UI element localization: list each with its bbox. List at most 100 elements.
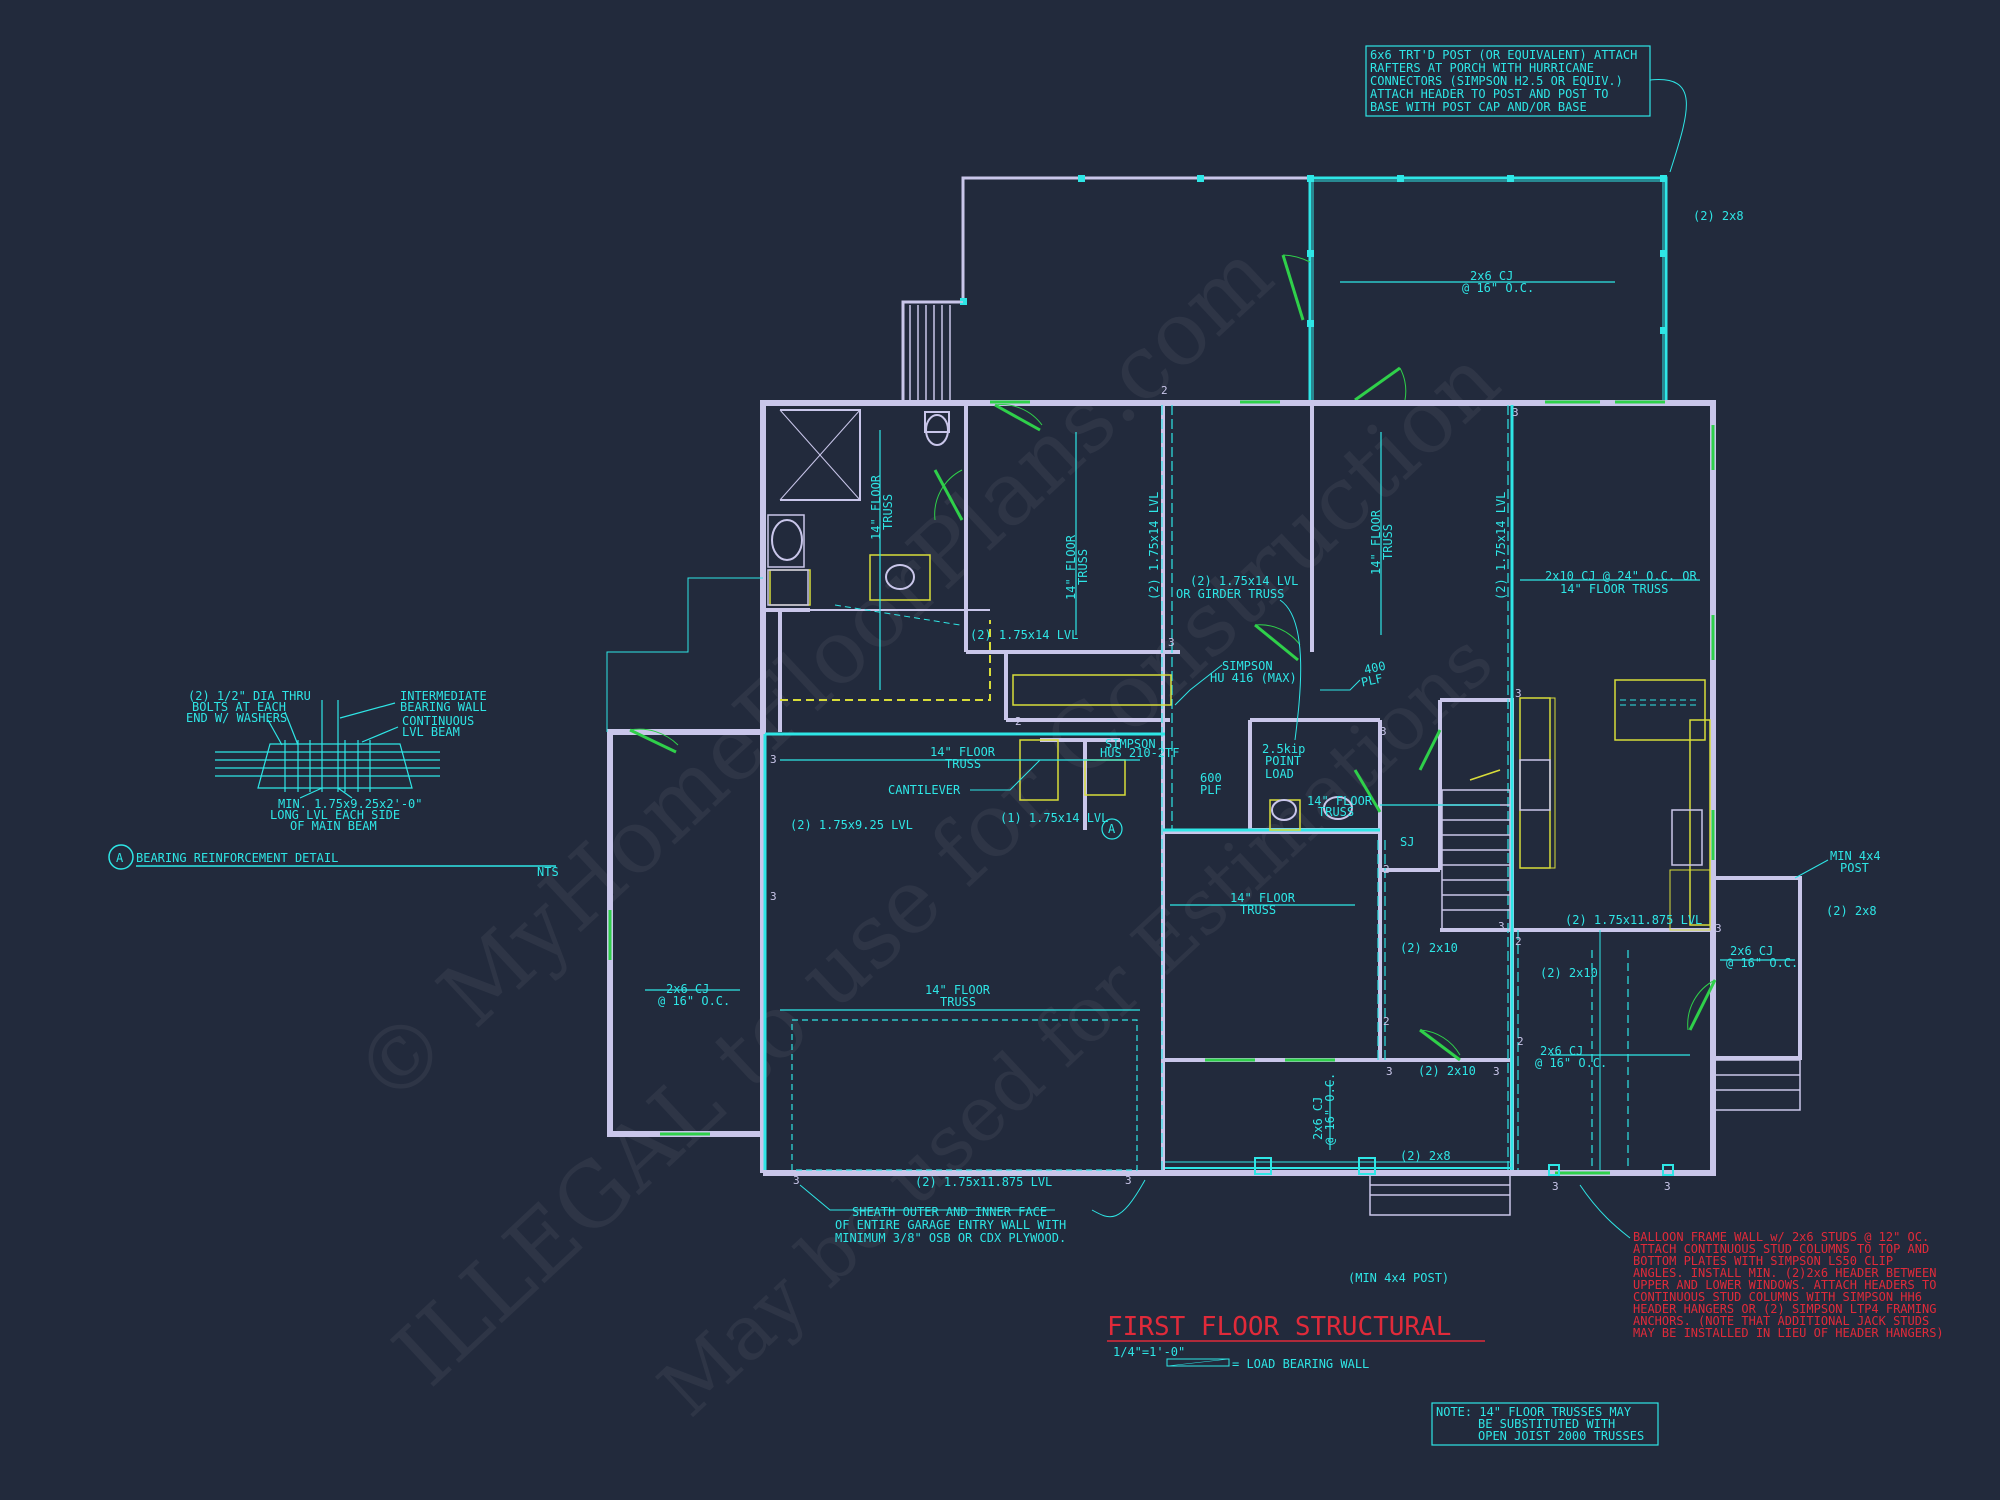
garage-truss-2: TRUSS <box>940 995 976 1009</box>
den-2x10-label: (2) 2x10 <box>1400 941 1458 955</box>
den-2x10b-label: (2) 2x10 <box>1418 1064 1476 1078</box>
section-marker-a: A <box>1101 818 1123 840</box>
den-truss-2: TRUSS <box>1240 903 1276 917</box>
detail-wall-2: BEARING WALL <box>400 700 487 714</box>
bath-truss-1: 14" FLOOR <box>869 474 883 540</box>
mark-2-f: 2 <box>1517 1035 1524 1048</box>
mark-3-i: 3 <box>770 753 777 766</box>
detail-beam-1: CONTINUOUS <box>402 714 474 728</box>
mark-3-f: 3 <box>1493 1065 1500 1078</box>
balloon-frame-note: BALLOON FRAME WALL w/ 2x6 STUDS @ 12" OC… <box>1633 1230 1944 1340</box>
sj-label: SJ <box>1400 835 1414 849</box>
posts <box>1254 1157 1674 1176</box>
hu-label-1: SIMPSON <box>1222 659 1273 673</box>
truss-note-3: OPEN JOIST 2000 TRUSSES <box>1478 1429 1644 1443</box>
balloon-note-5: UPPER AND LOWER WINDOWS. ATTACH HEADERS … <box>1633 1278 1936 1292</box>
mark-2-e: 2 <box>1515 935 1522 948</box>
detail-bolts-3: END W/ WASHERS <box>186 711 287 725</box>
sheath-note-3: MINIMUM 3/8" OSB OR CDX PLYWOOD. <box>835 1231 1066 1245</box>
point-load-2: POINT <box>1265 754 1301 768</box>
right-cj-1: 2x6 CJ <box>1540 1044 1583 1058</box>
detail-beam-2: LVL BEAM <box>402 725 460 739</box>
kitchen-cj-2: 14" FLOOR TRUSS <box>1560 582 1668 596</box>
mid-truss-1: 14" FLOOR <box>930 745 996 759</box>
hu-label-2: HU 416 (MAX) <box>1210 671 1297 685</box>
right-2x10-label: (2) 2x10 <box>1540 966 1598 980</box>
truss-lines <box>645 430 1795 1170</box>
cj-vert-2: @ 16" O.C. <box>1323 1073 1337 1145</box>
hus-label-2: HUS 210-2TF <box>1100 746 1179 760</box>
plf400-1: 400 <box>1363 659 1387 677</box>
bearing-lines <box>1161 405 1519 1170</box>
mark-3-g: 3 <box>1498 920 1505 933</box>
cantilever-label: CANTILEVER <box>888 783 961 797</box>
exterior-walls <box>607 400 1802 1176</box>
mark-3-l: 3 <box>1125 1174 1132 1187</box>
stair-lvl-label: (2) 1.75x11.875 LVL <box>1565 913 1702 927</box>
detail-marker: A <box>116 851 124 865</box>
plf600-1: 600 <box>1200 771 1222 785</box>
truss-note-1: NOTE: 14" FLOOR TRUSSES MAY <box>1436 1405 1632 1419</box>
deck-cj-1: 2x6 CJ <box>1730 944 1773 958</box>
balloon-note-8: ANCHORS. (NOTE THAT ADDITIONAL JACK STUD… <box>1633 1314 1929 1328</box>
lvl-vert-2: (2) 1.75x14 LVL <box>1494 492 1508 600</box>
detail-lvl-1: MIN. 1.75x9.25x2'-0" <box>278 797 423 811</box>
balloon-note-2: ATTACH CONTINUOUS STUD COLUMNS TO TOP AN… <box>1633 1242 1929 1256</box>
mark-2-a: 2 <box>1161 384 1168 397</box>
porch-note-5: BASE WITH POST CAP AND/OR BASE <box>1370 100 1587 114</box>
small-truss-1: 14" FLOOR <box>1307 794 1373 808</box>
upper-labels: 14" FLOOR TRUSS 14" FLOOR TRUSS (2) 1.75… <box>869 474 1508 1145</box>
porch-note-2: RAFTERS AT PORCH WITH HURRICANE <box>1370 61 1594 75</box>
truss-note-2: BE SUBSTITUTED WITH <box>1478 1417 1615 1431</box>
cj-vert-1: 2x6 CJ <box>1311 1097 1325 1140</box>
mark-3-j: 3 <box>770 890 777 903</box>
drawing-title-text: FIRST FLOOR STRUCTURAL <box>1107 1312 1451 1342</box>
leaders <box>799 599 1631 1239</box>
mark-3-k: 3 <box>793 1174 800 1187</box>
mark-3-e: 3 <box>1386 1065 1393 1078</box>
sheath-note: SHEATH OUTER AND INNER FACE OF ENTIRE GA… <box>835 1205 1066 1245</box>
doors <box>629 403 1717 1062</box>
garage-door <box>791 1019 1138 1171</box>
mark-3-h: 3 <box>1715 922 1722 935</box>
detail-title: BEARING REINFORCEMENT DETAIL <box>136 851 338 865</box>
right-truss-1: 14" FLOOR <box>1369 509 1383 575</box>
den-truss-1: 14" FLOOR <box>1230 891 1296 905</box>
girder-label-1: (2) 1.75x14 LVL <box>1190 574 1298 588</box>
mark-3-a: 3 <box>1168 636 1175 649</box>
plf600-2: PLF <box>1200 783 1222 797</box>
column-marks: 2 3 3 3 2 3 2 2 3 3 3 2 2 3 3 3 3 3 3 3 <box>770 384 1722 1193</box>
balloon-note-7: HEADER HANGERS OR (2) SIMPSON LTP4 FRAMI… <box>1633 1302 1936 1316</box>
porch-cj-label-2: @ 16" O.C. <box>1462 281 1534 295</box>
hus-label-1: SIMPSON <box>1105 737 1156 751</box>
small-truss-2: TRUSS <box>1318 805 1354 819</box>
bottom-2x8-label: (2) 2x8 <box>1400 1149 1451 1163</box>
porch-framing <box>901 175 1668 402</box>
garage-truss-1: 14" FLOOR <box>925 983 991 997</box>
mark-3-m: 3 <box>1552 1180 1559 1193</box>
detail-scale: NTS <box>537 865 559 879</box>
windows <box>608 400 1715 1175</box>
right-truss-2: TRUSS <box>1381 524 1395 560</box>
garage-cj-2: @ 16" O.C. <box>658 994 730 1008</box>
girder-label-2: OR GIRDER TRUSS <box>1176 587 1284 601</box>
deck-2x8-label: (2) 2x8 <box>1826 904 1877 918</box>
detail-bolts-2: BOLTS AT EACH <box>192 700 286 714</box>
detail-wall-1: INTERMEDIATE <box>400 689 487 703</box>
detail-bolts-1: (2) 1/2" DIA THRU <box>188 689 311 703</box>
balloon-note-9: MAY BE INSTALLED IN LIEU OF HEADER HANGE… <box>1633 1326 1944 1340</box>
balloon-note-1: BALLOON FRAME WALL w/ 2x6 STUDS @ 12" OC… <box>1633 1230 1929 1244</box>
center-truss-2: TRUSS <box>1076 549 1090 585</box>
deck-cj-2: @ 16" O.C. <box>1726 956 1798 970</box>
lvl-small-label: (1) 1.75x14 LVL <box>1000 811 1108 825</box>
section-marker-letter: A <box>1108 822 1116 836</box>
porch-post-note: 6x6 TRT'D POST (OR EQUIVALENT) ATTACH RA… <box>1365 45 1687 173</box>
lvl-top-label: (2) 1.75x14 LVL <box>970 628 1078 642</box>
mark-3-b: 3 <box>1512 406 1519 419</box>
center-truss-1: 14" FLOOR <box>1064 534 1078 600</box>
bearing-reinforcement-detail: (2) 1/2" DIA THRU BOLTS AT EACH END W/ W… <box>108 689 559 879</box>
min4x4-2: POST <box>1840 861 1869 875</box>
mark-2-b: 2 <box>1015 715 1022 728</box>
porch-note-1: 6x6 TRT'D POST (OR EQUIVALENT) ATTACH <box>1370 48 1637 62</box>
